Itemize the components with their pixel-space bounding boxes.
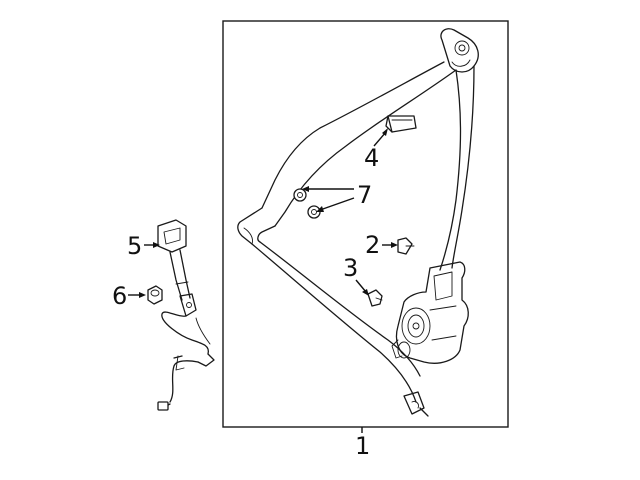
callout-4: 4 <box>364 144 379 172</box>
callout-7: 7 <box>357 181 372 209</box>
retractor <box>391 261 469 364</box>
item-3-bolt <box>367 289 383 307</box>
seat-belt-webbing <box>237 28 479 417</box>
callout-6: 6 <box>112 282 127 310</box>
item-7-grommets <box>293 188 321 219</box>
callout-5: 5 <box>127 232 142 260</box>
item-5-buckle <box>157 219 215 411</box>
callout-3: 3 <box>343 254 358 282</box>
item-6-bolt <box>147 285 163 305</box>
item-2-bolt <box>397 237 415 255</box>
callout-arrows <box>128 128 398 298</box>
item-4-bracket <box>385 115 417 133</box>
assembly-frame <box>222 20 509 428</box>
callout-1: 1 <box>355 432 370 460</box>
callout-2: 2 <box>365 231 380 259</box>
